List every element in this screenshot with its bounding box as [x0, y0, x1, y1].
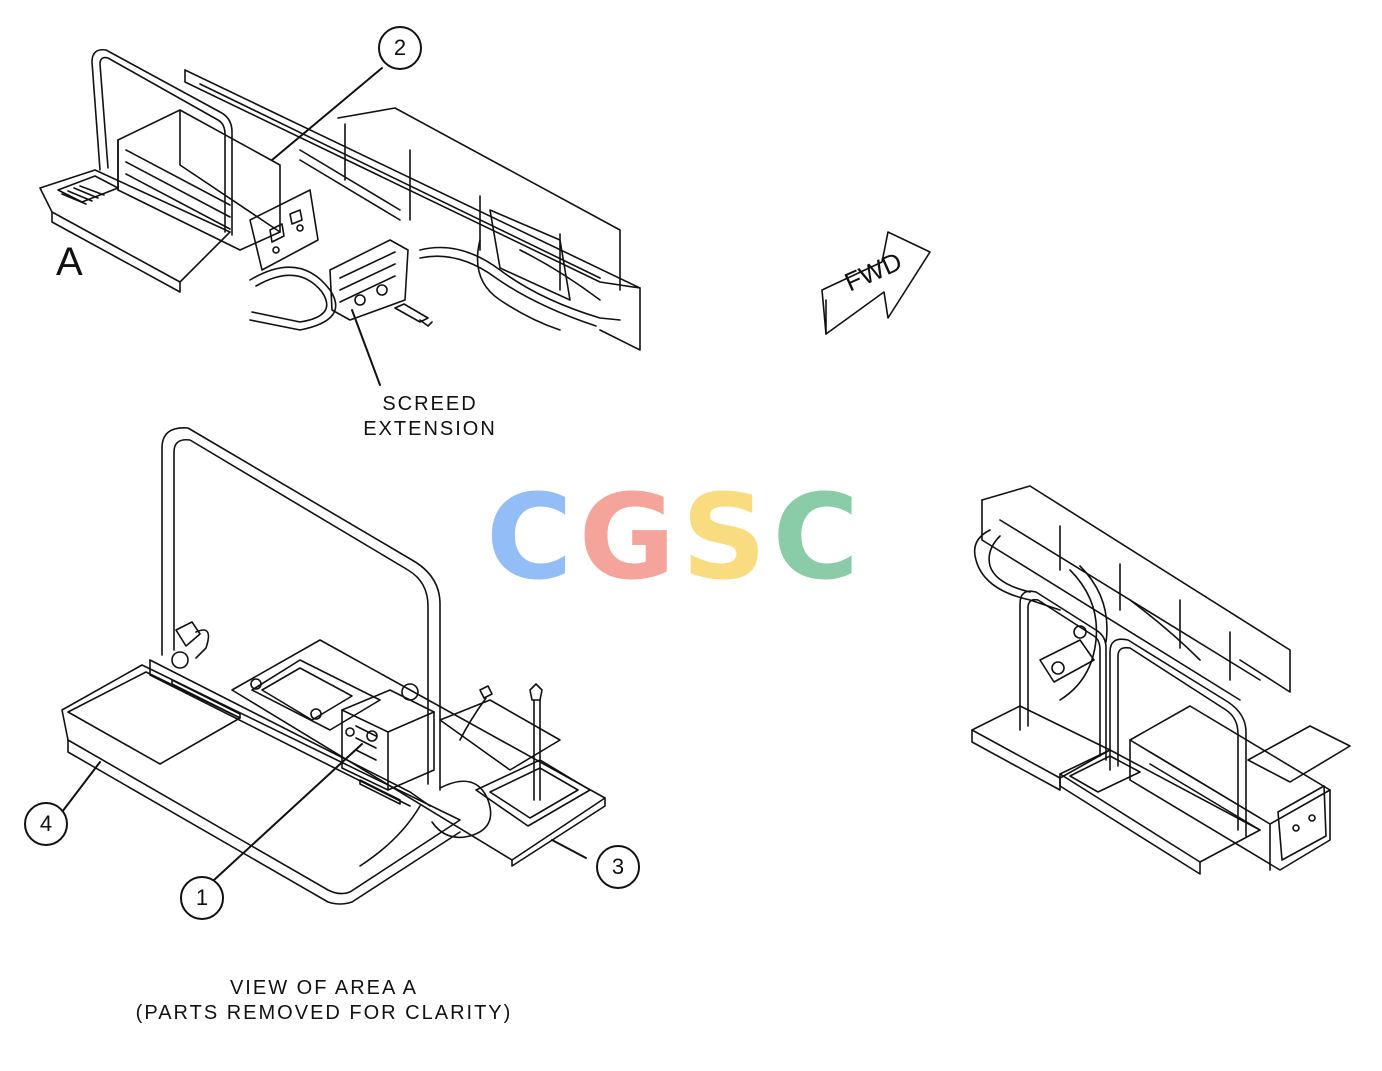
view-letter-a: A	[56, 240, 83, 284]
callout-leaders	[61, 67, 587, 881]
watermark-letter-c2: C	[772, 468, 866, 606]
callout-balloon-3: 3	[596, 845, 640, 889]
screed-extension-note: SCREED EXTENSION	[340, 392, 520, 442]
right-assembly-drawing	[971, 485, 1351, 875]
area-a-detail-drawing	[61, 427, 606, 905]
watermark-letter-g: G	[578, 468, 682, 606]
screed-note-line2: EXTENSION	[363, 418, 497, 440]
watermark-letter-c1: C	[486, 468, 579, 606]
view-caption-line2: (PARTS REMOVED FOR CLARITY)	[135, 1002, 513, 1024]
screed-note-line1: SCREED	[382, 393, 478, 415]
callout-balloon-4: 4	[24, 802, 68, 846]
view-caption-line1: VIEW OF AREA A	[229, 977, 419, 999]
callout-balloon-1: 1	[180, 876, 224, 920]
view-caption: VIEW OF AREA A (PARTS REMOVED FOR CLARIT…	[100, 976, 548, 1026]
watermark-letter-s: S	[681, 468, 773, 606]
top-assembly-drawing	[39, 48, 641, 351]
callout-balloon-2: 2	[378, 26, 422, 70]
watermark-logo: CGSC	[486, 478, 865, 596]
fwd-arrow-shape	[821, 231, 931, 335]
